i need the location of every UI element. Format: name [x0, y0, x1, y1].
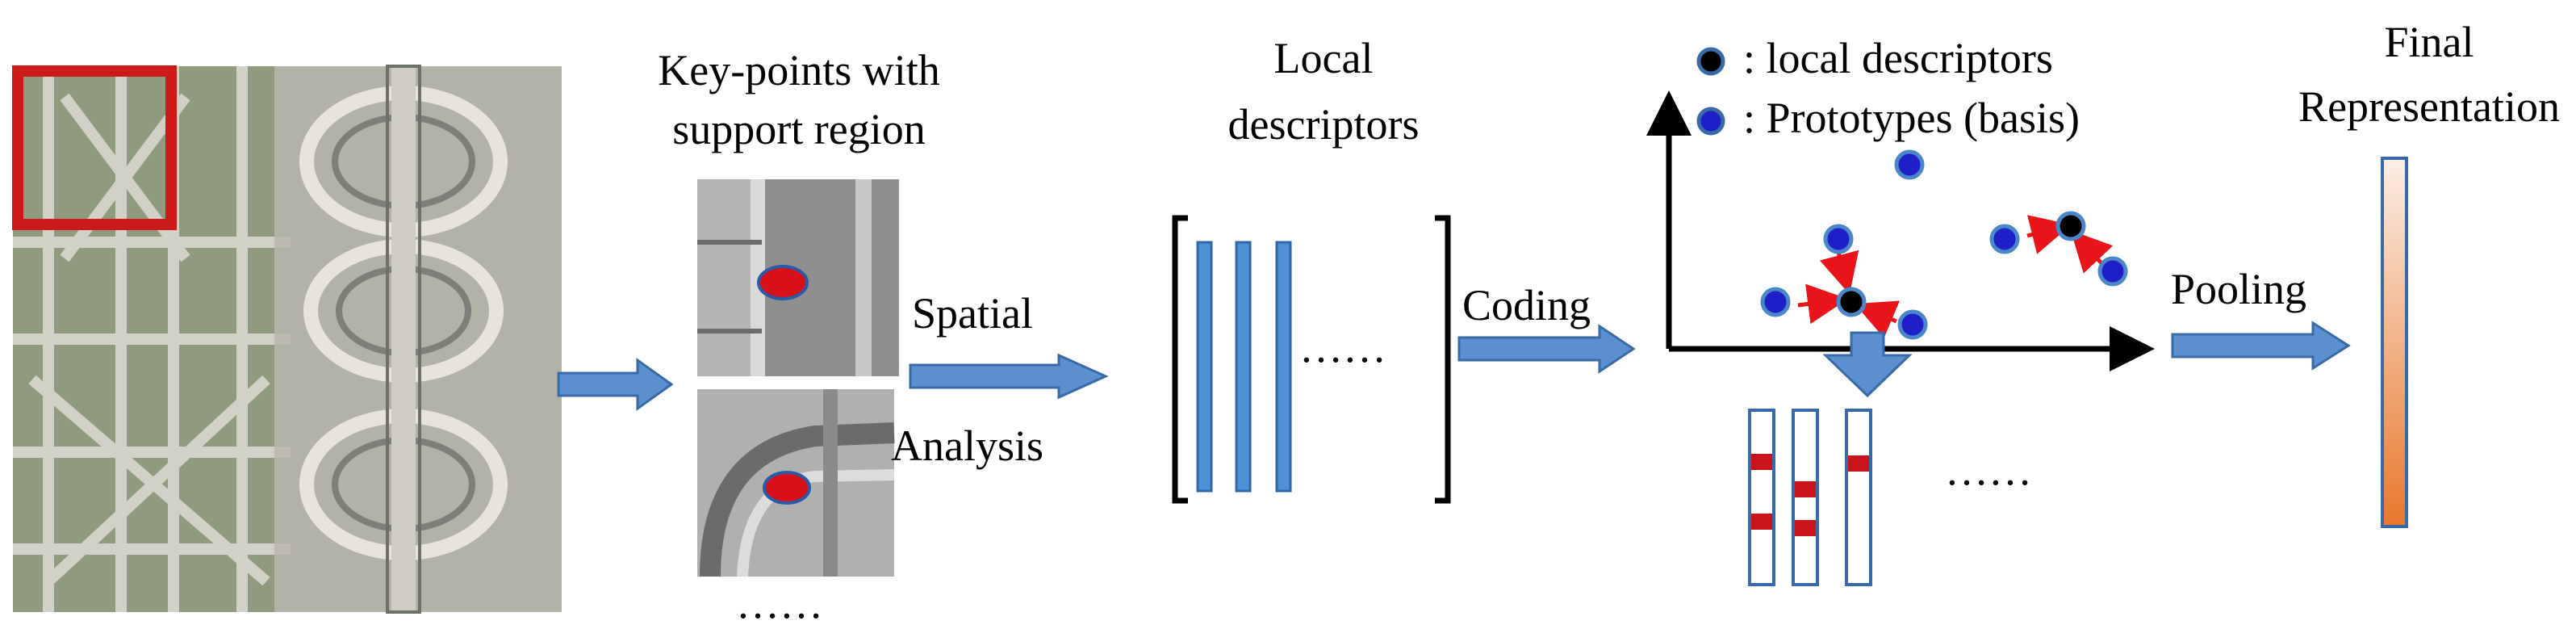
- descriptor-bar: [1275, 241, 1292, 493]
- code-mark: [1795, 481, 1816, 497]
- legend-local-descriptor-icon: [1696, 47, 1725, 76]
- analysis-label: Analysis: [891, 422, 1043, 470]
- coding-label: Coding: [1462, 281, 1591, 329]
- descriptor-bar: [1196, 241, 1213, 493]
- codes-ellipsis: ……: [1945, 446, 2032, 494]
- local-descriptors-title-line2: descriptors: [1228, 100, 1420, 149]
- flow-arrow-3: [1457, 324, 1636, 374]
- flow-arrow-4: [2171, 321, 2351, 371]
- descriptor-ellipsis: ……: [1299, 323, 1386, 371]
- code-mark: [1751, 454, 1772, 470]
- prototype-point: [1897, 309, 1928, 340]
- code-mark: [1848, 455, 1869, 472]
- keypoints-title-line2: support region: [672, 105, 925, 153]
- descriptor-matrix: [1172, 215, 1451, 504]
- descriptor-bar: [1235, 241, 1252, 493]
- keypoints-title-line1: Key-points with: [658, 46, 939, 94]
- final-title-line1: Final: [2384, 18, 2474, 66]
- code-vector: [1845, 409, 1872, 586]
- local-descriptor-point: [2055, 211, 2086, 241]
- final-representation-bar: [2381, 157, 2408, 528]
- prototype-point: [1823, 224, 1854, 254]
- keypoint-marker: [763, 471, 811, 505]
- code-mark: [1795, 520, 1816, 536]
- down-arrow: [1822, 331, 1913, 398]
- prototype-point: [2097, 256, 2128, 287]
- keypoints-ellipsis: ……: [736, 579, 823, 625]
- legend-local-label: : local descriptors: [1743, 34, 2053, 82]
- pooling-label: Pooling: [2171, 265, 2306, 313]
- right-bracket: [1435, 215, 1451, 504]
- code-mark: [1751, 514, 1772, 530]
- grayscale-patch-image: [697, 179, 899, 376]
- local-descriptors-title-line1: Local: [1274, 34, 1374, 82]
- grayscale-patch-image: [697, 389, 895, 577]
- aerial-airport-image: [12, 65, 562, 614]
- legend-prototype-icon: [1696, 107, 1725, 136]
- prototype-point: [1760, 287, 1791, 317]
- code-vector: [1748, 409, 1775, 586]
- highlight-box: [12, 65, 177, 230]
- flow-arrow-1: [557, 358, 674, 411]
- prototype-point: [1894, 149, 1925, 180]
- spatial-label: Spatial: [912, 289, 1033, 338]
- local-descriptor-point: [1836, 287, 1867, 317]
- legend-proto-label: : Prototypes (basis): [1743, 94, 2080, 142]
- keypoint-marker: [757, 265, 809, 300]
- final-title-line2: Representation: [2298, 82, 2560, 131]
- left-bracket: [1172, 215, 1188, 504]
- prototype-point: [1989, 224, 2020, 254]
- flow-arrow-2: [909, 353, 1109, 400]
